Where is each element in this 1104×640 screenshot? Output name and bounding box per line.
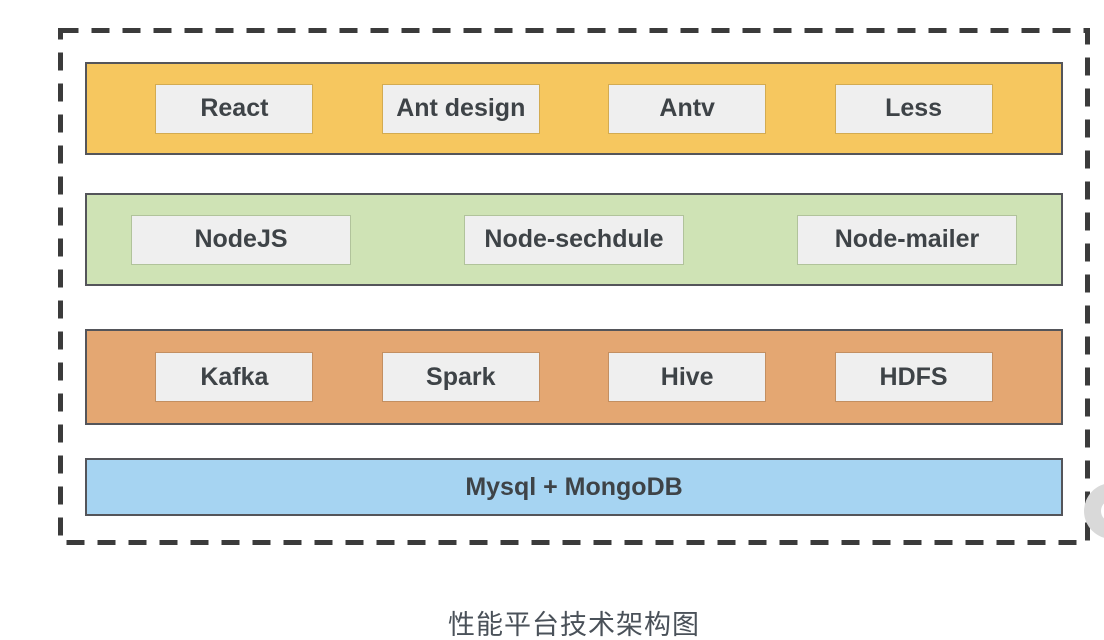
tech-chip-node-sechdule: Node-sechdule xyxy=(464,214,684,265)
tech-chip-antv: Antv xyxy=(608,83,767,134)
layer-node: NodeJS Node-sechdule Node-mailer xyxy=(85,193,1063,286)
diagram-caption: 性能平台技术架构图 xyxy=(448,610,700,640)
tech-chip-nodejs: NodeJS xyxy=(131,214,351,265)
storage-layer-label: Mysql + MongoDB xyxy=(465,472,683,501)
tech-chip-spark: Spark xyxy=(381,352,540,402)
layer-storage: Mysql + MongoDB xyxy=(85,458,1063,516)
tech-chip-ant-design: Ant design xyxy=(381,83,540,134)
tech-chip-react: React xyxy=(155,83,314,134)
layer-bigdata: Kafka Spark Hive HDFS xyxy=(85,329,1063,425)
tech-chip-less: Less xyxy=(834,83,993,134)
layer-frontend: React Ant design Antv Less xyxy=(85,62,1063,155)
tech-chip-kafka: Kafka xyxy=(155,352,314,402)
tech-chip-node-mailer: Node-mailer xyxy=(797,214,1017,265)
tech-chip-hive: Hive xyxy=(608,352,767,402)
floating-circle-button[interactable] xyxy=(1084,483,1104,539)
tech-chip-hdfs: HDFS xyxy=(834,352,993,402)
